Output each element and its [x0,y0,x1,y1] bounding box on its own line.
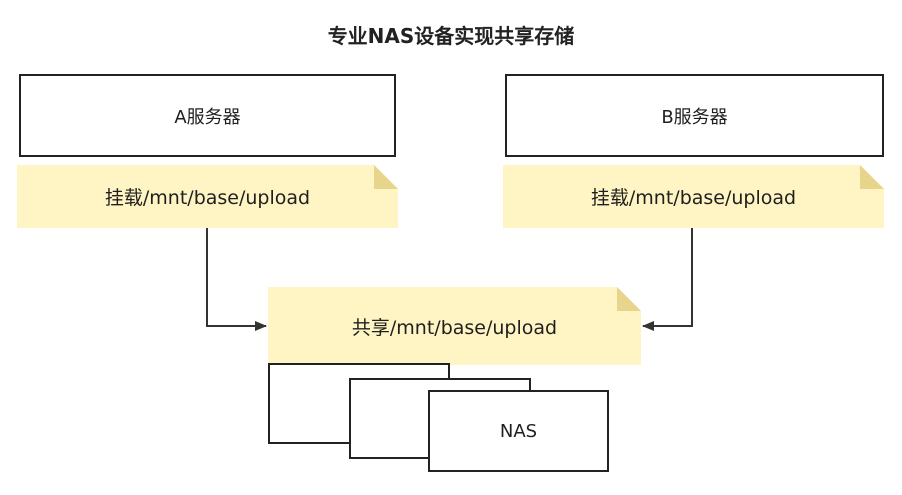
mount-note-a-label: 挂载/mnt/base/upload [104,187,311,209]
diagram-title: 专业NAS设备实现共享存储 [327,24,575,48]
note-shape [17,165,398,228]
connector-a-to-share [206,228,267,331]
server-b-label: B服务器 [661,106,728,128]
note-shape [503,165,884,228]
mount-note-a: 挂载/mnt/base/upload [17,165,398,228]
share-note-label: 共享/mnt/base/upload [351,316,558,339]
server-b-box: B服务器 [505,74,884,157]
mount-note-b: 挂载/mnt/base/upload [503,165,884,228]
share-note: 共享/mnt/base/upload [268,287,641,365]
connector-b-to-share [642,228,693,331]
server-a-label: A服务器 [174,106,241,128]
nas-label: NAS [499,420,538,442]
mount-note-b-label: 挂载/mnt/base/upload [590,187,797,209]
server-a-box: A服务器 [19,74,396,157]
note-shape [268,287,641,365]
nas-box: NAS [428,390,609,472]
